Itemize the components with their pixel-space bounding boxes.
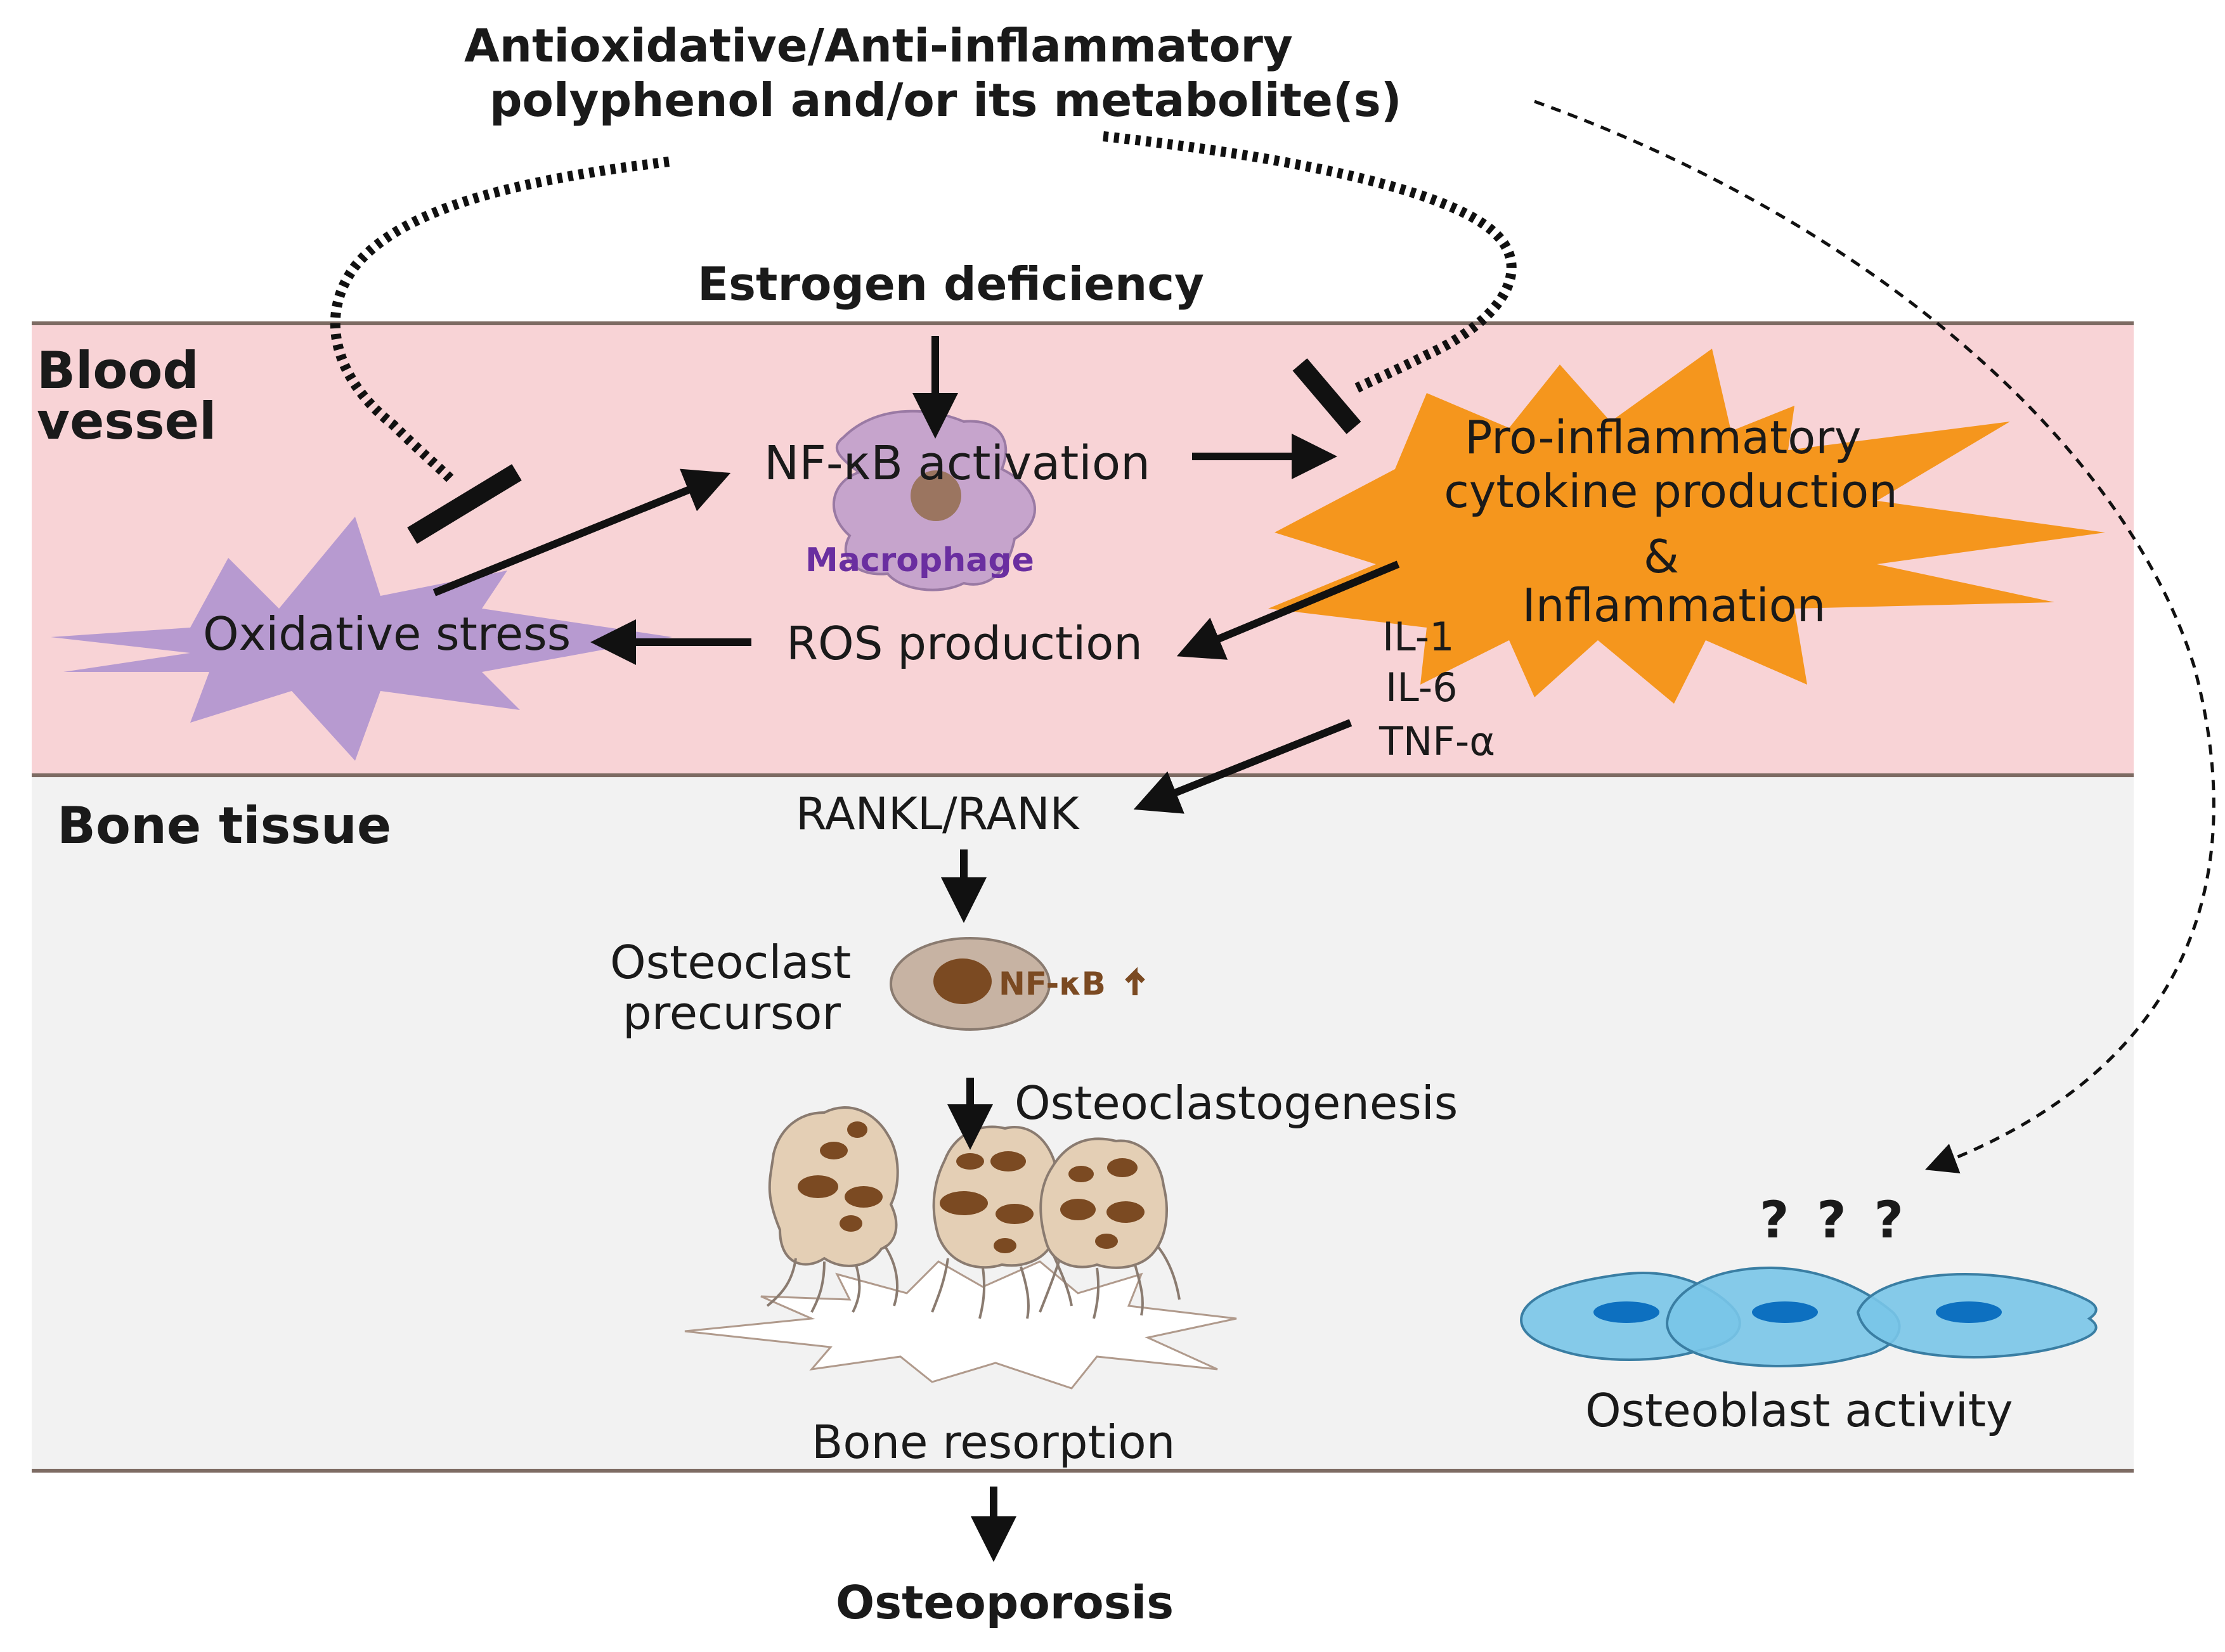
osteoclast-precursor-label-line2: precursor (623, 986, 841, 1040)
proinflammatory-label-line2: cytokine production (1444, 465, 1898, 518)
osteoclast-cell-1 (766, 1106, 899, 1313)
cytokine-il1-label: IL-1 (1382, 614, 1455, 660)
polyphenol-title-line1: Antioxidative/Anti-inflammatory (464, 19, 1293, 72)
inhibition-dotted-curve-left (330, 157, 670, 482)
precursor-nfkb-label: NF-κB (999, 965, 1106, 1002)
question-marks-label: ? ? ? (1760, 1191, 1909, 1249)
cytokine-tnf-label: TNF-α (1379, 718, 1496, 765)
inflammation-burst (1268, 349, 2105, 704)
arrow-inflammation-to-ros (1176, 560, 1400, 660)
inflammation-label: Inflammation (1522, 579, 1826, 632)
cytokine-il6-label: IL-6 (1385, 664, 1458, 711)
bone-resorption-label: Bone resorption (812, 1416, 1176, 1469)
inhibition-bar-right (1292, 358, 1361, 434)
arrow-oxidative-to-nfkb (432, 468, 731, 597)
dashed-arrow-to-osteoblast (1534, 100, 2215, 1173)
inhibition-bar-left (407, 464, 522, 544)
osteoclastogenesis-label: Osteoclastogenesis (1015, 1076, 1458, 1130)
nfkb-up-arrow-icon (1125, 967, 1145, 995)
rankl-rank-label: RANKL/RANK (796, 788, 1079, 840)
osteoblast-activity-label: Osteoblast activity (1585, 1384, 2013, 1437)
estrogen-deficiency-label: Estrogen deficiency (697, 257, 1204, 311)
macrophage-label: Macrophage (805, 541, 1034, 579)
nfkb-activation-label: NF-κB activation (764, 436, 1151, 491)
osteoclast-cell-3 (1039, 1137, 1181, 1319)
polyphenol-title-line2: polyphenol and/or its metabolite(s) (490, 74, 1402, 127)
ros-production-label: ROS production (786, 617, 1143, 670)
proinflammatory-label-line1: Pro-inflammatory (1465, 411, 1862, 464)
blood-vessel-label-line1: Blood (37, 341, 199, 400)
oxidative-stress-burst (51, 517, 672, 761)
blood-vessel-label-line2: vessel (37, 392, 217, 451)
oxidative-stress-label: Oxidative stress (203, 607, 571, 661)
bone-tissue-label: Bone tissue (57, 796, 392, 855)
precursor-nucleus (933, 958, 992, 1004)
osteoblast-cells (1520, 1266, 2098, 1367)
macrophage-nucleus (911, 470, 961, 521)
proinflammatory-label-line3: & (1643, 530, 1680, 583)
arrow-cytokines-to-rankl (1133, 719, 1353, 814)
inhibition-dotted-curve-right (1103, 131, 1517, 393)
osteoclast-precursor-label-line1: Osteoclast (610, 936, 852, 989)
osteoporosis-label: Osteoporosis (836, 1576, 1174, 1629)
solid-arrows (432, 336, 1400, 1562)
